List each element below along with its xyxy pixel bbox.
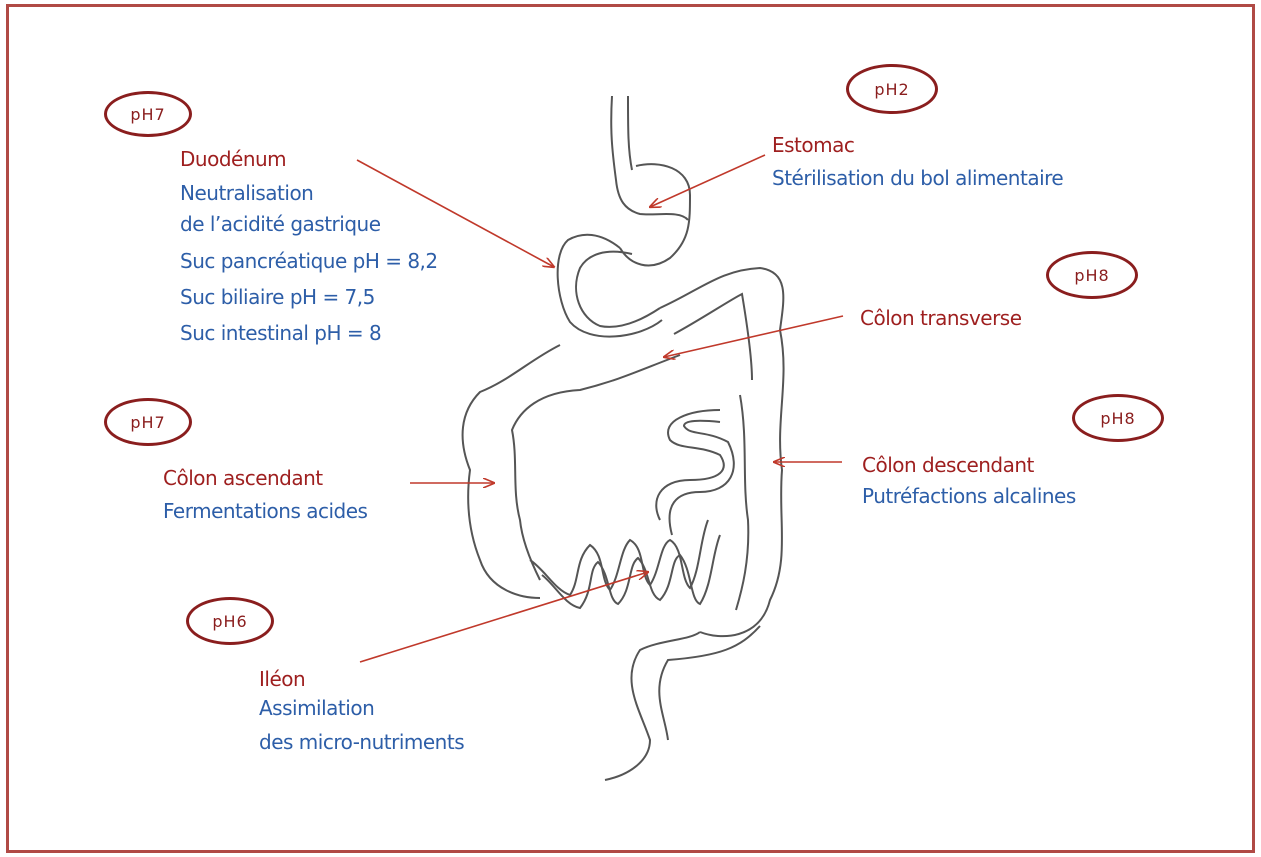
duodenum-suc-biliaire: Suc biliaire pH = 7,5 [180, 285, 375, 309]
pointer-arrows [357, 155, 843, 662]
stomach-desc: Stérilisation du bol alimentaire [772, 166, 1063, 190]
ileum-title: Iléon [259, 667, 305, 691]
stomach-title: Estomac [772, 133, 854, 157]
descending-colon-title: Côlon descendant [862, 453, 1034, 477]
ph-badge-stomach: pH2 [846, 64, 938, 114]
duodenum-title: Duodénum [180, 147, 286, 171]
ph-badge-ileum: pH6 [186, 597, 274, 645]
ascending-colon-desc: Fermentations acides [163, 499, 367, 523]
duodenum-suc-pancreatique: Suc pancréatique pH = 8,2 [180, 249, 438, 273]
ph-badge-descending: pH8 [1072, 394, 1164, 442]
arrow-ileum [360, 572, 648, 662]
duodenum-suc-intestinal: Suc intestinal pH = 8 [180, 321, 381, 345]
small-intestine-outline [530, 410, 734, 608]
esophagus-stomach-outline [558, 96, 690, 337]
transverse-colon-title: Côlon transverse [860, 306, 1022, 330]
duodenum-desc-line2: de l’acidité gastrique [180, 212, 381, 236]
ph-badge-transverse: pH8 [1046, 251, 1138, 299]
arrow-stomach [650, 155, 765, 207]
descending-colon-desc: Putréfactions alcalines [862, 484, 1076, 508]
duodenum-desc-line1: Neutralisation [180, 181, 313, 205]
ph-badge-ascending: pH7 [104, 398, 192, 446]
ascending-colon-title: Côlon ascendant [163, 466, 323, 490]
arrow-transverse [664, 316, 843, 357]
ph-badge-duodenum: pH7 [104, 91, 192, 137]
ileum-desc-line2: des micro-nutriments [259, 730, 464, 754]
ileum-desc-line1: Assimilation [259, 696, 374, 720]
colon-outline [463, 268, 784, 780]
